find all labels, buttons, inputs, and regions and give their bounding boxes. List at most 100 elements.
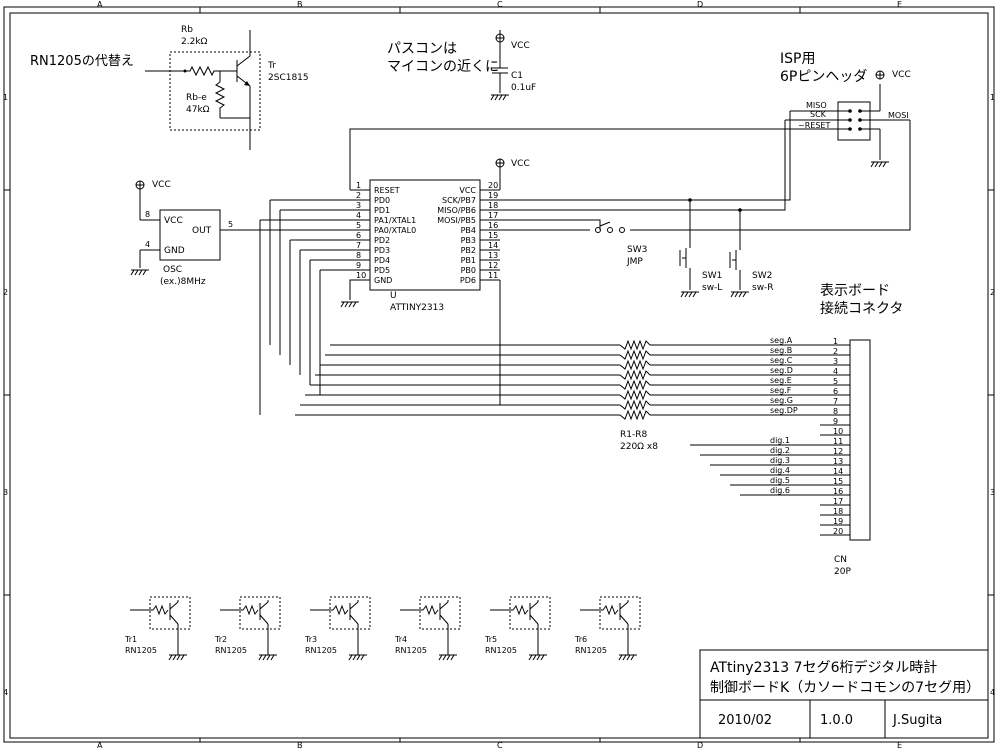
seg-label: seg.F (770, 386, 792, 395)
mcu-pins: 1RESET2PD03PD14PA1/XTAL15PA0/XTAL06PD27P… (350, 181, 500, 285)
note-isp-2: 6Pピンヘッダ (780, 69, 867, 85)
cn-pin-num: 6 (833, 387, 838, 396)
mcu-pin-name: SCK/PB7 (442, 196, 476, 205)
tr-value: RN1205 (215, 646, 247, 655)
resistor-icon (619, 409, 651, 421)
frame-col-top: A (97, 0, 103, 9)
rbe-value: 47kΩ (186, 105, 210, 115)
outer-frame (3, 6, 995, 743)
mcu-pin-num: 20 (488, 181, 498, 190)
cn-pin-num: 9 (833, 417, 838, 426)
ground-icon (680, 291, 699, 298)
tr-ref: Tr2 (214, 635, 227, 644)
tr-value: RN1205 (125, 646, 157, 655)
dig-label: dig.6 (770, 486, 790, 495)
ground-icon (528, 654, 547, 661)
mcu-pin-name: MOSI/PB5 (437, 216, 476, 225)
title-date: 2010/02 (718, 713, 772, 728)
mcu-pin-name: PA0/XTAL0 (374, 226, 416, 235)
sw2: SW2 sw-R (729, 250, 774, 293)
sw3-jumper: SW3 JMP (595, 221, 647, 267)
cn-pin-num: 19 (833, 517, 843, 526)
seg-label: seg.G (770, 396, 793, 405)
title-version: 1.0.0 (820, 713, 853, 728)
mcu-pin-num: 1 (356, 181, 361, 190)
mcu-pin-num: 10 (356, 271, 366, 280)
resistor-rb (185, 65, 237, 77)
seg-label: seg.DP (770, 406, 798, 415)
c1-value: 0.1uF (511, 83, 536, 93)
resistor-icon (619, 389, 651, 401)
mcu-pin-num: 14 (488, 241, 498, 250)
osc-pin-gnd: GND (164, 246, 185, 256)
wiring (220, 111, 911, 300)
resistor-icon (619, 369, 651, 381)
ground-icon (130, 269, 149, 276)
sw1-ref: SW1 (702, 271, 722, 281)
cn-pin-num: 7 (833, 397, 838, 406)
ground-icon (168, 654, 187, 661)
vcc-label: VCC (152, 180, 171, 190)
ground-symbols (130, 94, 889, 661)
seg-label: seg.B (770, 346, 792, 355)
rarray-ref: R1-R8 (620, 430, 647, 440)
connector-cn-body (849, 339, 871, 541)
isp-miso: MISO (806, 101, 827, 110)
sw1-value: sw-L (702, 283, 722, 293)
cn-pin-num: 18 (833, 507, 843, 516)
note-bypass-1: パスコンは (387, 41, 457, 57)
mcu-attiny2313: U ATTINY2313 VCC (369, 158, 530, 313)
cn-pin-num: 13 (833, 457, 843, 466)
seg-label: seg.E (770, 376, 792, 385)
resistor-icon (619, 339, 651, 351)
frame-row-left: 3 (3, 488, 8, 497)
mcu-pin-name: PB2 (461, 246, 476, 255)
ground-icon (340, 301, 359, 308)
replacement-box (169, 51, 261, 131)
cn-pin-num: 20 (833, 527, 843, 536)
resistor-icon (619, 399, 651, 411)
dig-label: dig.3 (770, 456, 790, 465)
sw2-ref: SW2 (752, 271, 772, 281)
title-block: ATtiny2313 7セグ6桁デジタル時計 制御ボードK（カソードコモンの7セ… (699, 649, 989, 739)
dig-label: dig.2 (770, 446, 790, 455)
tr-value: RN1205 (305, 646, 337, 655)
frame-row-right: 3 (990, 488, 995, 497)
c1-capacitor: VCC C1 0.1uF (492, 30, 536, 93)
cn-pin-num: 8 (833, 407, 838, 416)
cn-pin-num: 14 (833, 467, 843, 476)
osc-value: (ex.)8MHz (160, 277, 206, 287)
mcu-pin-name: PD5 (374, 266, 390, 275)
segment-nets: seg.Aseg.Bseg.Cseg.Dseg.Eseg.Fseg.Gseg.D… (259, 199, 820, 421)
title-line-1: ATtiny2313 7セグ6桁デジタル時計 (710, 659, 937, 676)
osc-pin8: 8 (145, 210, 150, 219)
tr-ref: Tr4 (394, 635, 407, 644)
rbe-ref: Rb-e (186, 93, 207, 103)
mcu-pin-name: RESET (374, 186, 400, 195)
cn-pin-num: 11 (833, 437, 843, 446)
mcu-pin-name: PD3 (374, 246, 390, 255)
mcu-ref: U (390, 291, 397, 301)
cn-pin-num: 16 (833, 487, 843, 496)
tr-ref: Tr6 (574, 635, 587, 644)
vcc-label: VCC (511, 159, 530, 169)
mcu-body (369, 179, 481, 291)
mcu-pin-name: VCC (459, 186, 476, 195)
cn-pin-num: 10 (833, 427, 843, 436)
vcc-label: VCC (511, 41, 530, 51)
dig-label: dig.4 (770, 466, 790, 475)
tr-ref: Tr1 (124, 635, 137, 644)
osc-pin5: 5 (228, 220, 233, 229)
note-display-2: 接続コネクタ (820, 300, 903, 317)
cn-pin-num: 2 (833, 347, 838, 356)
frame-row-right: 2 (990, 288, 995, 297)
osc-pin-out: OUT (192, 226, 212, 236)
ground-icon (870, 161, 889, 168)
mcu-pin-num: 9 (356, 261, 361, 270)
isp-mosi: MOSI (888, 111, 909, 120)
mcu-pin-name: PD1 (374, 206, 390, 215)
note-rn-replacement: RN1205の代替え (30, 54, 134, 69)
tr-ref: Tr (267, 61, 276, 71)
